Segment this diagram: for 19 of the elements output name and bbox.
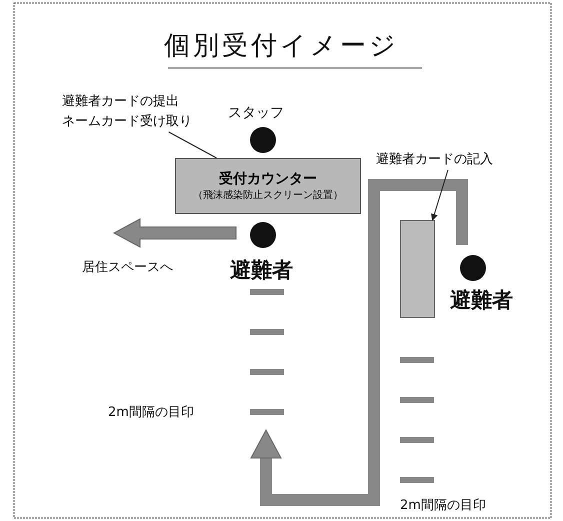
person-dot	[460, 255, 486, 281]
callout-text: 避難者カードの提出	[62, 93, 180, 111]
counter-label: 受付カウンター	[219, 170, 317, 188]
title: 個別受付イメージ	[163, 30, 400, 63]
leader-line	[168, 132, 218, 158]
reception-counter	[175, 158, 361, 214]
person-dot	[250, 222, 276, 248]
evacuee-label: 避難者	[450, 287, 513, 314]
staff-label: スタッフ	[228, 104, 284, 122]
leader-line	[430, 170, 448, 221]
writing-desk	[400, 220, 435, 318]
annotation-label: 2m間隔の目印	[108, 404, 194, 421]
annotation-label: 居住スペースへ	[82, 259, 173, 276]
callout-text: 避難者カードの記入	[376, 150, 526, 170]
evacuee-label: 避難者	[230, 257, 293, 284]
callout-text: ネームカード受け取り	[62, 113, 193, 131]
counter-note: （飛沫感染防止スクリーン設置）	[193, 188, 343, 202]
annotation-label: 2m間隔の目印	[400, 497, 486, 514]
person-dot	[250, 127, 276, 153]
